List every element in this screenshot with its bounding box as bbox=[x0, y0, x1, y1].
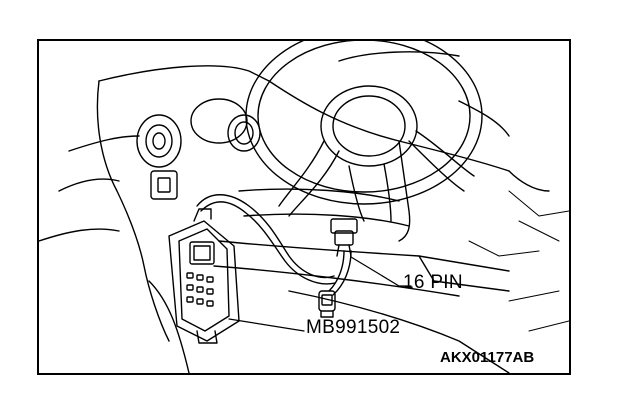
instrument-cluster bbox=[190, 98, 261, 152]
figure-frame bbox=[37, 39, 571, 375]
scan-tool bbox=[168, 208, 240, 344]
leader-lines bbox=[228, 256, 412, 332]
label-mb991502: MB991502 bbox=[306, 317, 401, 338]
leader-mb991502 bbox=[228, 318, 305, 332]
dashboard-illustration bbox=[39, 41, 569, 373]
adapter-mb991502 bbox=[318, 290, 336, 318]
label-16-pin: 16 PIN bbox=[403, 272, 463, 293]
steering-wheel bbox=[245, 41, 483, 222]
figure-code: AKX01177AB bbox=[440, 349, 535, 366]
leader-16-pin bbox=[350, 256, 412, 287]
connection-cable bbox=[196, 194, 352, 296]
air-vent-left bbox=[136, 114, 182, 168]
floor-area bbox=[468, 190, 569, 332]
switch-panel bbox=[150, 170, 178, 200]
dashboard-outline bbox=[39, 51, 550, 342]
